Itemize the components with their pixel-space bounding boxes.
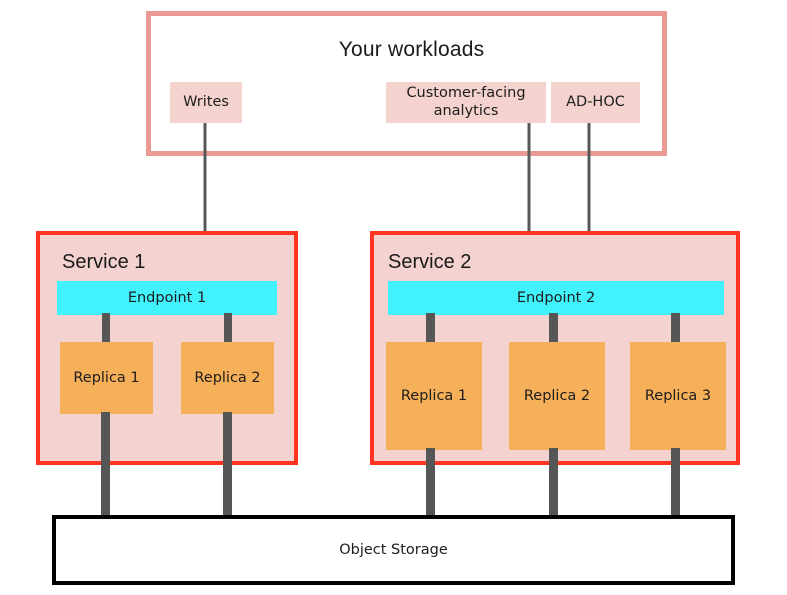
workload-chip-ad-hoc[interactable]: AD-HOC (551, 82, 640, 123)
workload-chip-customer-facing-analytics[interactable]: Customer-facing analytics (386, 82, 546, 123)
workloads-title: Your workloads (338, 38, 485, 61)
connector-endpoint2-replica2 (549, 313, 558, 344)
endpoint-1[interactable]: Endpoint 1 (57, 281, 277, 315)
connector-s2replica3-storage (671, 448, 680, 518)
endpoint-2[interactable]: Endpoint 2 (388, 281, 724, 315)
object-storage-box[interactable]: Object Storage (52, 515, 735, 585)
service-1-replica-1[interactable]: Replica 1 (60, 342, 153, 414)
service-2-replica-1[interactable]: Replica 1 (386, 342, 482, 450)
connector-s1replica1-storage (101, 412, 110, 518)
service-2-label: Service 2 (388, 251, 472, 273)
connector-endpoint1-replica2 (224, 313, 232, 344)
service-1-label: Service 1 (62, 251, 146, 273)
workload-chip-writes[interactable]: Writes (170, 82, 242, 123)
connector-endpoint2-replica1 (426, 313, 435, 344)
service-2-replica-2[interactable]: Replica 2 (509, 342, 605, 450)
connector-s2replica2-storage (549, 448, 558, 518)
connector-endpoint2-replica3 (671, 313, 680, 344)
service-2-replica-3[interactable]: Replica 3 (630, 342, 726, 450)
service-1-replica-2[interactable]: Replica 2 (181, 342, 274, 414)
connector-s1replica2-storage (223, 412, 232, 518)
connector-s2replica1-storage (426, 448, 435, 518)
connector-endpoint1-replica1 (102, 313, 110, 344)
